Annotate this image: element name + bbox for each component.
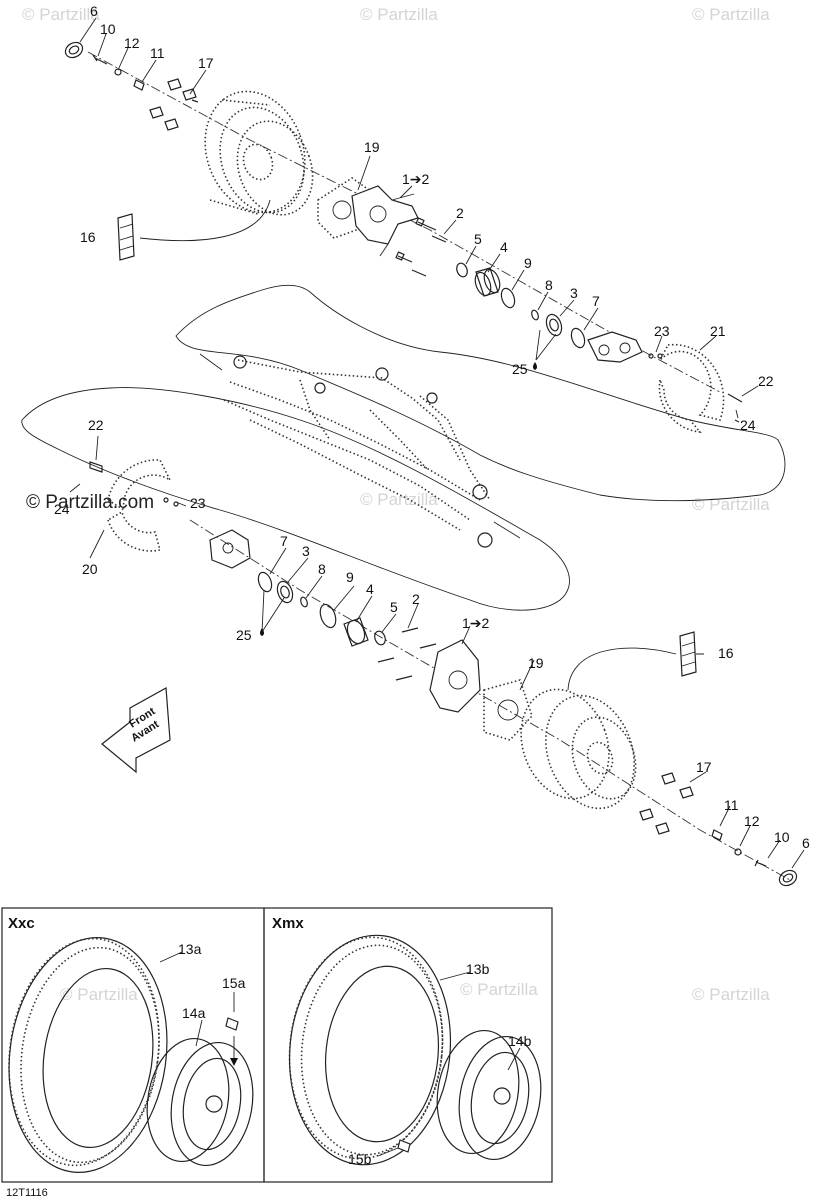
callout-2: 2: [456, 205, 464, 221]
callout-1-2: 1➔2: [462, 615, 490, 631]
callout-16: 16: [718, 645, 734, 661]
callout-10: 10: [100, 21, 116, 37]
callout-22: 22: [758, 373, 774, 389]
upper-wheel-rim: [204, 90, 314, 216]
upper-caliper: [587, 331, 663, 363]
lower-wheel-rim: [520, 688, 637, 810]
lower-hardware: [639, 772, 798, 887]
callout-11: 11: [150, 45, 165, 61]
label-14a: 14a: [182, 1005, 206, 1021]
callout-25: 25: [512, 361, 528, 377]
callout-6: 6: [802, 835, 810, 851]
tire-panel-xxc: Xxc 13a 14a 15a: [1, 907, 265, 1183]
callout-12: 12: [744, 813, 760, 829]
watermark: © Partzilla: [692, 985, 770, 1004]
callout-17: 17: [198, 55, 214, 71]
upper-brake-disc: [658, 343, 743, 433]
callout-19: 19: [528, 655, 544, 671]
lower-bolts: [377, 627, 437, 681]
suspension-callout-region: [175, 284, 786, 502]
upper-hardware: [64, 41, 199, 131]
callout-21: 21: [710, 323, 726, 339]
callout-labels: 6 10 12 11 17 19 1➔2 2 5 4 9 8 3 7 23 21…: [54, 3, 810, 851]
lower-callout-region: [21, 387, 570, 611]
callout-3: 3: [570, 285, 578, 301]
watermark-overlay: © Partzilla.com: [26, 492, 154, 513]
callout-24: 24: [54, 501, 70, 517]
watermark: © Partzilla: [460, 980, 538, 999]
watermark: © Partzilla: [22, 5, 100, 24]
callout-7: 7: [280, 533, 288, 549]
callout-6: 6: [90, 3, 98, 19]
callout-16: 16: [80, 229, 96, 245]
callout-3: 3: [302, 543, 310, 559]
drawing-code: 12T1116: [6, 1187, 48, 1199]
lower-assembly-axis: [189, 519, 791, 881]
callout-2: 2: [412, 591, 420, 607]
wheel-weight-upper: [117, 199, 271, 261]
upper-bolts: [395, 217, 447, 277]
callout-7: 7: [592, 293, 600, 309]
tire-panel-xmx: Xmx 13b 14b 15b: [263, 907, 553, 1183]
label-13a: 13a: [178, 941, 202, 957]
callout-25: 25: [236, 627, 252, 643]
upper-knuckle-assembly: [317, 177, 419, 257]
leader-lines: [69, 17, 805, 869]
label-14b: 14b: [508, 1033, 532, 1049]
lower-knuckle-assembly: [429, 639, 533, 741]
callout-1-2: 1➔2: [402, 171, 430, 187]
callout-9: 9: [524, 255, 532, 271]
watermark: © Partzilla: [692, 5, 770, 24]
callout-9: 9: [346, 569, 354, 585]
callout-22: 22: [88, 417, 104, 433]
callout-23: 23: [190, 495, 206, 511]
callout-11: 11: [724, 797, 739, 813]
lower-bearing-stack: [257, 571, 386, 647]
arrow-leader: [199, 353, 521, 539]
panel-title-xxc: Xxc: [8, 915, 35, 932]
front-direction-arrow: Front Avant: [101, 687, 171, 774]
lower-caliper: [209, 529, 251, 569]
watermark: © Partzilla: [60, 985, 138, 1004]
callout-4: 4: [500, 239, 508, 255]
callout-19: 19: [364, 139, 380, 155]
grease-drop-icon: [533, 362, 537, 370]
label-13b: 13b: [466, 961, 490, 977]
callout-5: 5: [474, 231, 482, 247]
callout-23: 23: [654, 323, 670, 339]
grease-drop-icon: [260, 628, 264, 636]
wheel-weight-lower: [567, 631, 697, 691]
panel-title-xmx: Xmx: [272, 915, 304, 932]
suspension-a-arms: [223, 355, 493, 548]
callout-24: 24: [740, 417, 756, 433]
callout-8: 8: [545, 277, 553, 293]
callout-20: 20: [82, 561, 98, 577]
watermark: © Partzilla: [360, 490, 438, 509]
callout-17: 17: [696, 759, 712, 775]
callout-5: 5: [390, 599, 398, 615]
upper-bearing-stack: [456, 262, 586, 349]
callout-10: 10: [774, 829, 790, 845]
label-15a: 15a: [222, 975, 246, 991]
callout-8: 8: [318, 561, 326, 577]
callout-4: 4: [366, 581, 374, 597]
upper-assembly-axis: [87, 51, 721, 393]
label-15b: 15b: [348, 1151, 372, 1167]
callout-12: 12: [124, 35, 140, 51]
watermark: © Partzilla: [360, 5, 438, 24]
